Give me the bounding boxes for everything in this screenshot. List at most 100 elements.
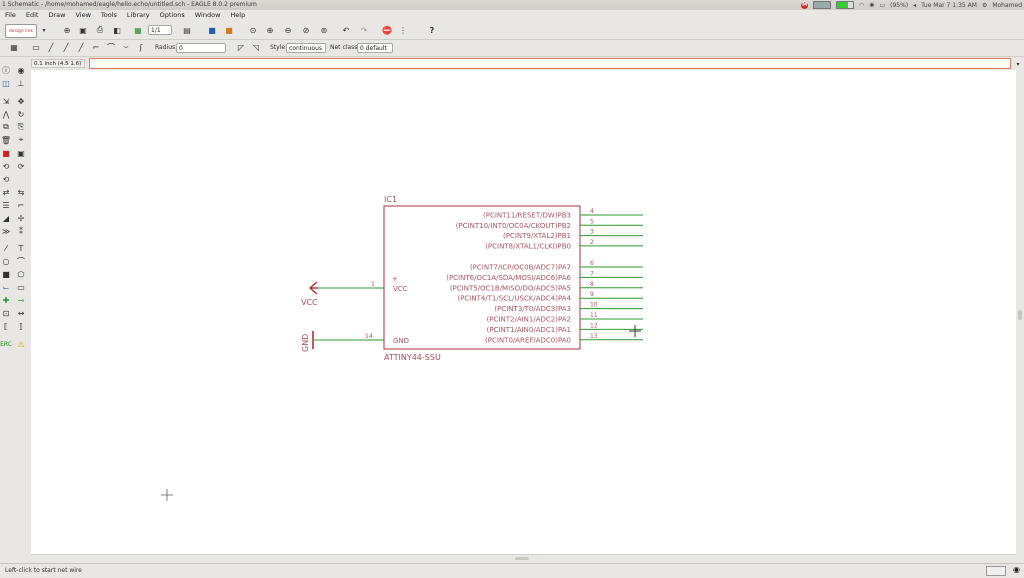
gnd-supply-symbol[interactable]: GND xyxy=(301,331,314,352)
frame-icon[interactable]: ⟦ xyxy=(4,321,8,331)
erc-icon[interactable]: ERC xyxy=(0,340,12,348)
replace-icon[interactable]: ▣ xyxy=(17,148,25,158)
circle-icon[interactable]: ○ xyxy=(2,256,10,266)
netclass-select[interactable]: 0 default xyxy=(357,43,393,53)
ripup-icon[interactable]: ⁑ xyxy=(19,226,23,236)
wire-bend-5-icon[interactable]: ⌣ xyxy=(123,42,129,51)
invoke-icon[interactable]: ☰ xyxy=(2,200,10,210)
menu-view[interactable]: View xyxy=(75,11,91,19)
chevron-down-icon[interactable]: ▾ xyxy=(42,26,46,34)
errors-icon[interactable]: ⚠ xyxy=(17,339,25,349)
stop-icon[interactable]: ⛔ xyxy=(382,25,392,35)
style-select[interactable]: continuous xyxy=(286,43,326,53)
miter-icon[interactable]: ⇆ xyxy=(17,187,25,197)
cam-icon[interactable]: ◧ xyxy=(113,25,121,35)
redo-icon[interactable]: ↷ xyxy=(360,25,368,35)
rect-icon[interactable]: ■ xyxy=(2,269,10,279)
wire-bend-0-icon[interactable]: ╱ xyxy=(48,42,54,52)
zoom-fit-icon[interactable]: ⊙ xyxy=(249,25,257,35)
wire-bend-1-icon[interactable]: ╱ xyxy=(63,42,69,52)
help-icon[interactable]: ? xyxy=(429,25,435,35)
command-input[interactable] xyxy=(89,58,1011,69)
speaker-icon[interactable]: ◂ xyxy=(913,1,917,9)
wire-icon[interactable]: ⁄ xyxy=(5,243,7,253)
ic1-symbol[interactable]: IC1 ATTINY44-SSU 1 VCC + 14 GND 4(PCINT1… xyxy=(314,195,643,362)
module-icon[interactable]: ⟧ xyxy=(19,321,23,331)
delete-icon[interactable]: 🗑 xyxy=(0,135,12,145)
library-icon[interactable]: ■ xyxy=(225,25,233,35)
layer-icon[interactable]: ▭ xyxy=(32,42,40,52)
menu-options[interactable]: Options xyxy=(159,11,185,19)
zoom-select-icon[interactable]: ⊚ xyxy=(320,25,328,35)
menu-draw[interactable]: Draw xyxy=(48,11,66,19)
bluetooth-icon[interactable]: ✱ xyxy=(869,1,875,9)
copy-icon[interactable]: ⎘ xyxy=(17,122,25,131)
radius-input[interactable]: 0 xyxy=(176,43,226,53)
optimize-icon[interactable]: ≫ xyxy=(1,226,11,236)
zoom-out-icon[interactable]: ⊖ xyxy=(284,25,292,35)
wire-bend-4-icon[interactable]: ⌒ xyxy=(107,42,115,52)
design-link-logo[interactable]: design link xyxy=(5,24,37,38)
mark-icon[interactable]: ⊥ xyxy=(17,78,25,88)
ulp-icon[interactable]: ■ xyxy=(208,25,216,35)
dimension-icon[interactable]: ↔ xyxy=(17,308,25,318)
user-name[interactable]: Mohamed xyxy=(992,1,1022,9)
wire-bend-2-icon[interactable]: ╱ xyxy=(78,42,84,52)
print-icon[interactable]: ⎙ xyxy=(96,25,104,34)
change-icon[interactable]: ✢ xyxy=(17,213,25,223)
go-icon[interactable]: ⋮ xyxy=(399,25,407,35)
command-history-chevron-icon[interactable]: ▾ xyxy=(1016,60,1020,68)
undo-icon[interactable]: ↶ xyxy=(342,25,350,35)
horizontal-scroll-thumb[interactable] xyxy=(515,557,529,560)
board-icon[interactable]: ▦ xyxy=(134,25,142,35)
mirror-icon[interactable]: ⋀ xyxy=(2,109,10,119)
wire-bend-3-icon[interactable]: ⌐ xyxy=(92,42,100,52)
battery-icon[interactable]: ▭ xyxy=(879,1,886,9)
move-arrows-icon[interactable]: ✥ xyxy=(17,96,25,106)
zoom-redraw-icon[interactable]: ⊘ xyxy=(302,25,310,35)
settings-icon[interactable]: ⚙ xyxy=(981,1,988,9)
net-icon[interactable]: ▭ xyxy=(17,282,25,292)
group-icon[interactable]: ⧉ xyxy=(3,122,9,131)
pinswap-icon[interactable]: ◢ xyxy=(2,213,10,223)
text-icon[interactable]: T xyxy=(18,243,24,253)
label-icon[interactable]: ⊸ xyxy=(17,295,25,305)
wire-bend-6-icon[interactable]: ʃ xyxy=(139,42,143,52)
junction-icon[interactable]: ✚ xyxy=(2,295,10,305)
horizontal-scrollbar[interactable] xyxy=(31,554,1016,563)
miter-round-icon[interactable]: ◹ xyxy=(252,42,260,52)
stop-command-icon[interactable]: ◉ xyxy=(1013,565,1020,574)
move-icon[interactable]: ⇲ xyxy=(2,96,10,106)
add-part-icon[interactable]: ■ xyxy=(2,148,10,158)
wifi-icon[interactable]: ◠ xyxy=(859,1,865,9)
show-icon[interactable]: ◉ xyxy=(17,65,25,75)
vertical-scrollbar[interactable] xyxy=(1016,70,1024,554)
display-icon[interactable]: ◫ xyxy=(2,78,10,88)
name-icon[interactable]: ⟲ xyxy=(2,161,10,171)
menu-library[interactable]: Library xyxy=(126,11,150,19)
script-icon[interactable]: ▤ xyxy=(183,25,191,35)
attribute-icon[interactable]: ⊡ xyxy=(2,308,10,318)
menu-edit[interactable]: Edit xyxy=(25,11,39,19)
sheet-select[interactable]: 1/1 xyxy=(148,25,172,35)
open-icon[interactable]: ⊕ xyxy=(63,25,71,35)
rotate-icon[interactable]: ↻ xyxy=(17,109,25,119)
menu-help[interactable]: Help xyxy=(230,11,246,19)
info-icon[interactable]: ⓘ xyxy=(2,65,10,75)
miter-straight-icon[interactable]: ◸ xyxy=(237,42,245,52)
save-icon[interactable]: ▣ xyxy=(79,25,87,35)
polygon-icon[interactable]: ⬠ xyxy=(17,269,25,279)
arc-icon[interactable]: ⌒ xyxy=(17,256,25,266)
menu-file[interactable]: File xyxy=(5,11,16,19)
gateswap-icon[interactable]: ⌐ xyxy=(17,200,25,210)
vertical-scroll-thumb[interactable] xyxy=(1018,310,1022,320)
grid-icon[interactable]: ▦ xyxy=(10,42,18,52)
value-icon[interactable]: ⟳ xyxy=(17,161,25,171)
clock[interactable]: Tue Mar 7 1:35 AM xyxy=(921,1,977,9)
vcc-supply-symbol[interactable]: VCC xyxy=(301,281,318,307)
menu-tools[interactable]: Tools xyxy=(100,11,117,19)
notification-badge[interactable]: M xyxy=(801,1,809,9)
schematic-drawing[interactable]: IC1 ATTINY44-SSU 1 VCC + 14 GND 4(PCINT1… xyxy=(31,70,1016,554)
split-icon[interactable]: ⇄ xyxy=(2,187,10,197)
smash-icon[interactable]: ⟲ xyxy=(2,174,10,184)
